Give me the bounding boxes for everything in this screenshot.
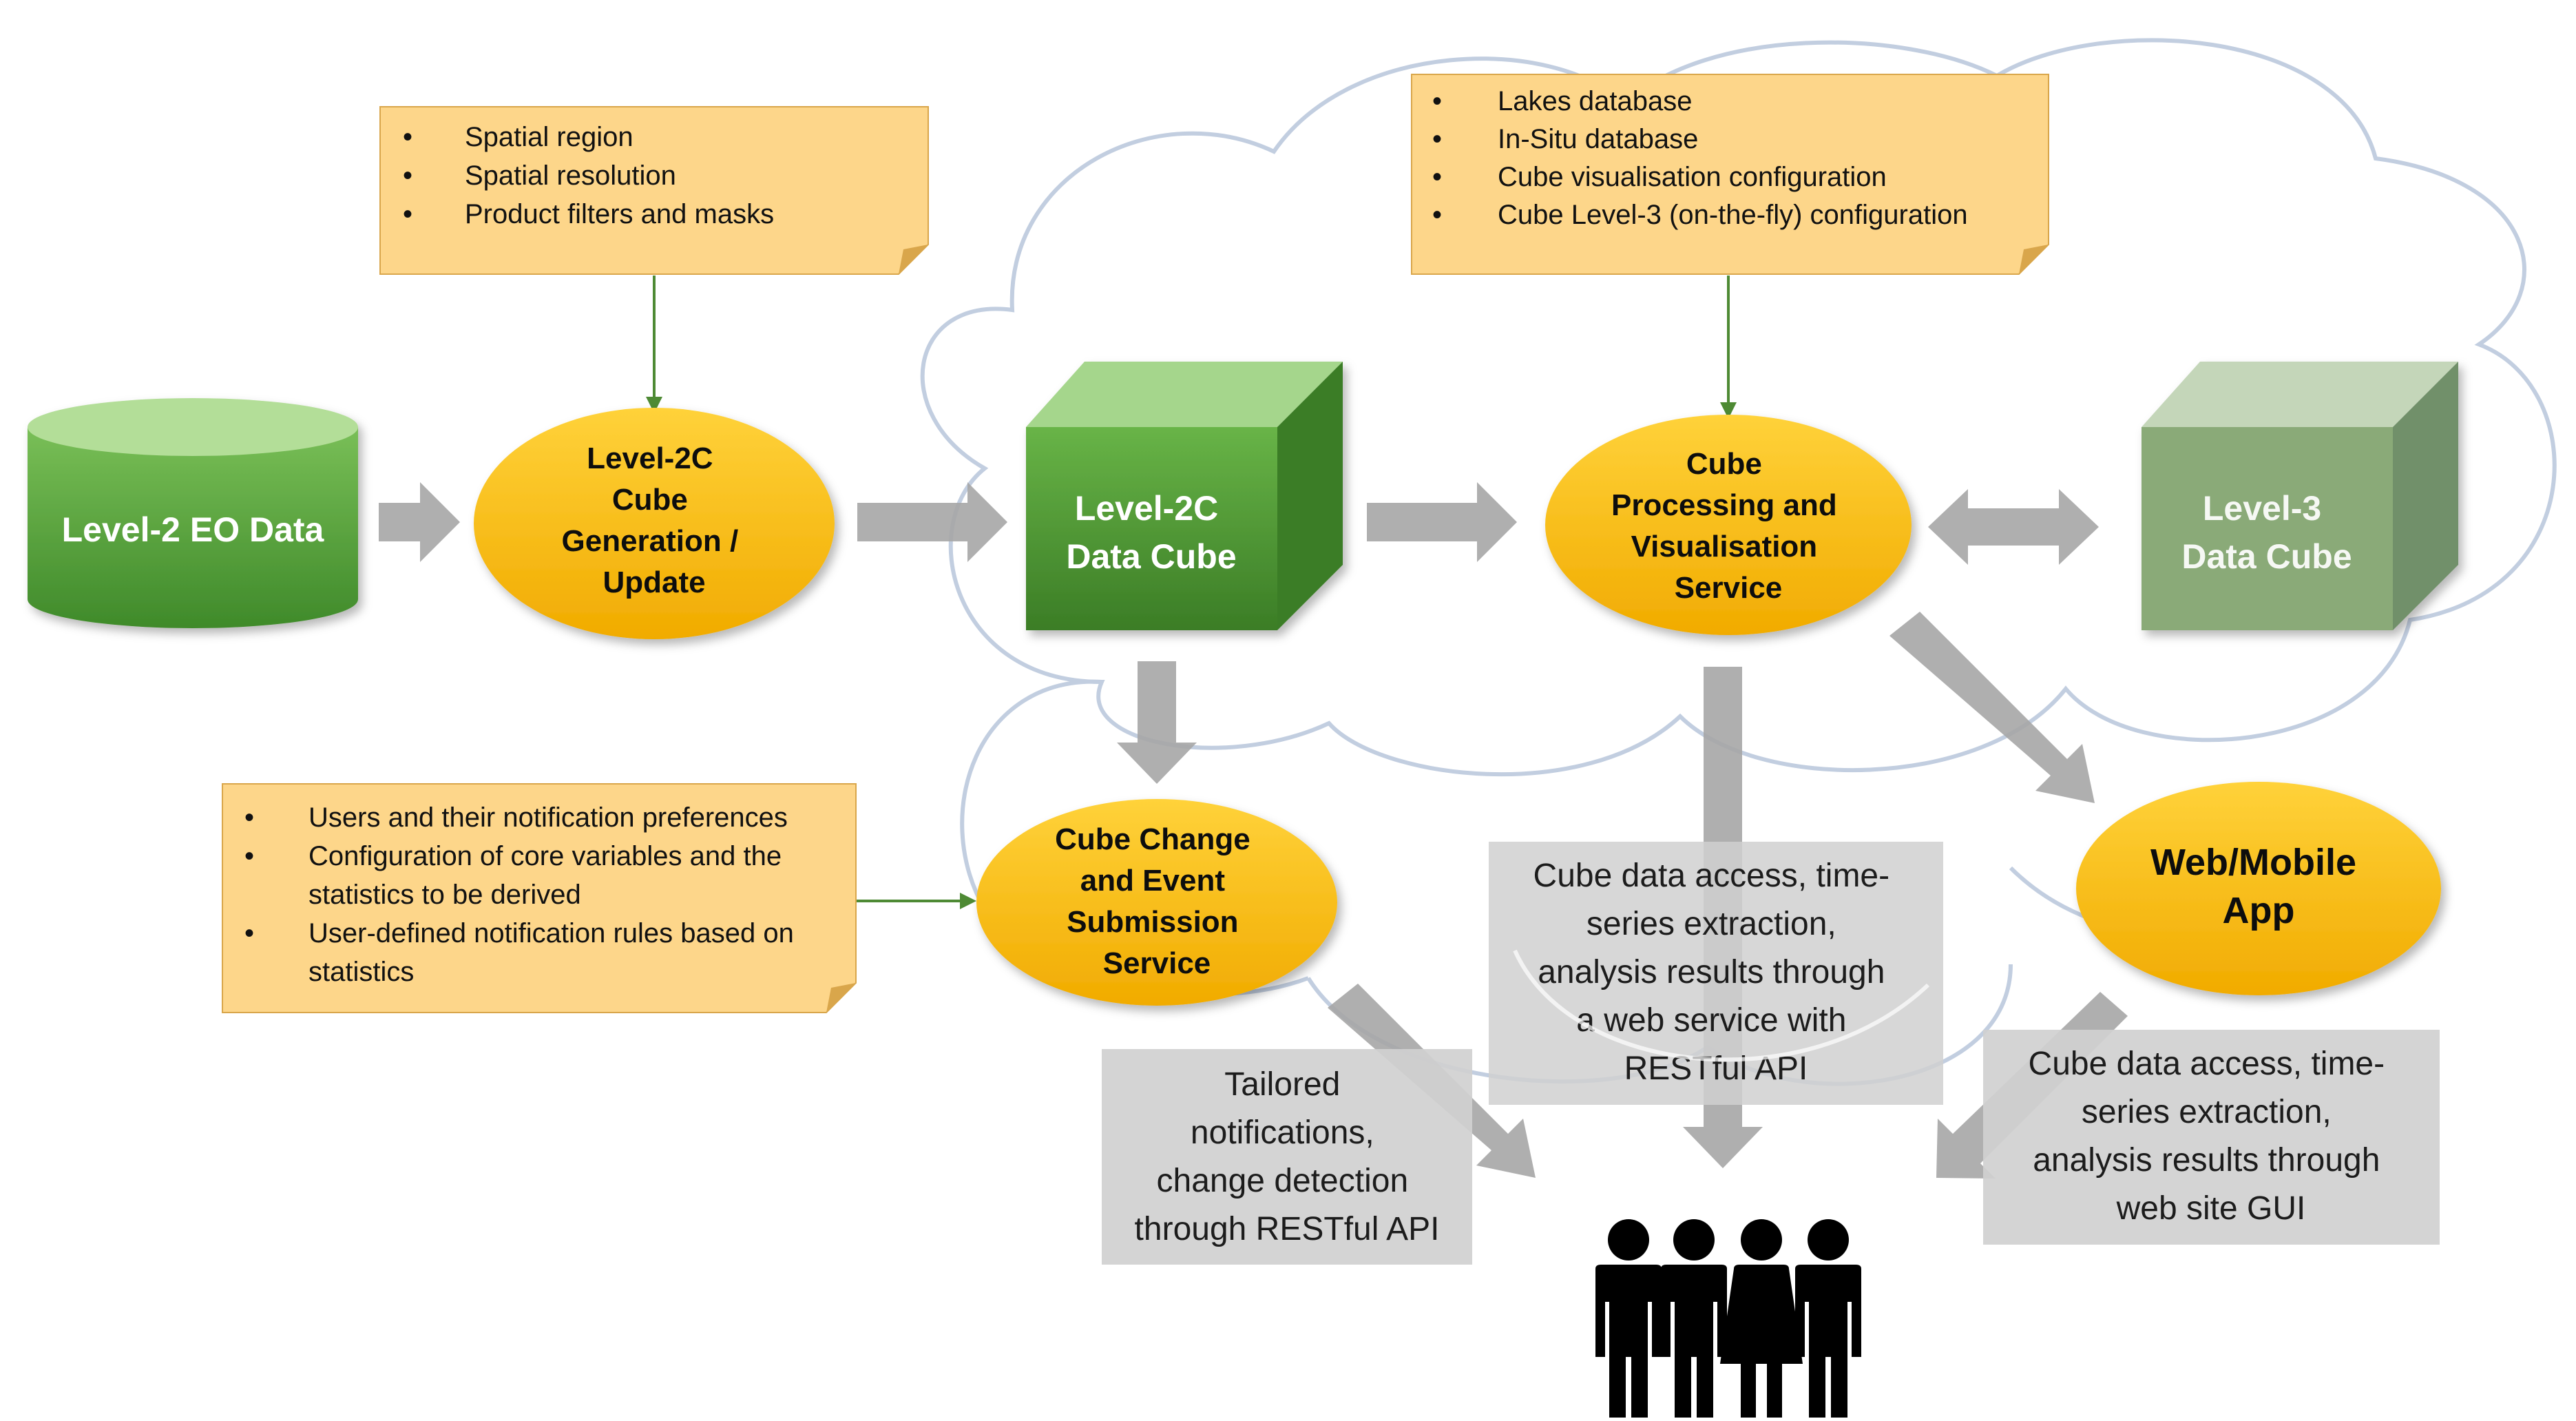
output-web-gui-box: Cube data access, time- series extractio… [1983,1030,2440,1245]
note-generation-config: • Spatial region • Spatial resolution • … [379,106,929,275]
websvc-line-2: series extraction, [1587,906,1836,942]
l2c-cube-line-1: Level-2C [1075,489,1218,528]
processing-line-3: Visualisation [1631,530,1818,563]
app-line-1: Web/Mobile [2150,842,2356,883]
svg-text:Level-2C Data Cube: Level-2C Data Cube [1066,489,1236,576]
processing-line-4: Service [1675,571,1783,605]
svg-text:Web/Mobile App: Web/Mobile App [2150,842,2367,931]
webgui-line-3: analysis results through [2033,1142,2380,1179]
note-gen-bullet-1: • [403,122,412,152]
svg-text:Cube data access, time-: Cube data access, time- series extractio… [1533,858,1899,1087]
l3-cube-line-1: Level-3 [2203,489,2321,528]
generation-line-3: Generation / [562,524,739,558]
level2-eo-data-label: Level-2 EO Data [62,510,325,549]
websvc-line-1: Cube data access, time- [1533,858,1890,894]
cube-generation-update-node: Level-2C Cube Generation / Update [474,408,835,639]
processing-line-2: Processing and [1611,488,1837,522]
note-users-bullet-4: • [244,918,254,948]
note-proc-bullet-4: • [1432,200,1442,230]
arrow-cube-to-change [1117,661,1197,784]
output-web-service-box: Cube data access, time- series extractio… [1489,842,1943,1105]
config-connectors [646,276,1737,909]
l3-cube-line-2: Data Cube [2181,537,2352,576]
processing-line-1: Cube [1686,447,1762,481]
note-proc-bullet-1: • [1432,86,1442,116]
svg-text:Cube Change and Event: Cube Change and Event Submission Service [1055,822,1259,980]
note-proc-item-4: Cube Level-3 (on-the-fly) configuration [1498,200,1968,230]
svg-text:Cube data access, time-: Cube data access, time- series extractio… [2029,1046,2394,1227]
note-proc-item-2: In-Situ database [1498,124,1698,154]
notif-line-2: notifications, [1191,1114,1374,1151]
note-proc-item-1: Lakes database [1498,86,1692,116]
note-users-bullet-1: • [244,802,254,833]
webgui-line-4: web site GUI [2116,1190,2306,1227]
svg-text:Tailored notifications,: Tailored notifications, change detection… [1135,1066,1440,1247]
svg-text:Level-2C Cube Gene: Level-2C Cube Generation / Update [562,442,747,599]
cloud-overlay-segment [1513,949,1930,1062]
cube-processing-node: Cube Processing and Visualisation Servic… [1545,415,1912,635]
generation-line-1: Level-2C [587,442,713,475]
change-line-3: Submission [1067,905,1238,939]
websvc-line-4: a web service with [1576,1002,1846,1039]
users-group-icon [1595,1219,1861,1418]
web-mobile-app-node: Web/Mobile App [2076,782,2441,995]
note-processing-config: • Lakes database • In-Situ database • Cu… [1411,74,2049,275]
note-gen-bullet-2: • [403,160,412,191]
note-proc-bullet-2: • [1432,124,1442,154]
note-gen-bullet-3: • [403,199,412,229]
note-users-line-3: statistics to be derived [308,880,581,910]
generation-line-4: Update [603,566,705,599]
change-line-1: Cube Change [1055,822,1250,856]
arrow-processing-to-l3 [1928,489,2099,565]
change-line-2: and Event [1080,864,1226,898]
l2c-cube-line-2: Data Cube [1066,537,1236,576]
generation-line-2: Cube [612,483,688,517]
svg-text:Level-3 Data Cube: Level-3 Data Cube [2181,489,2352,576]
note-users-line-2: Configuration of core variables and the [308,841,782,871]
note-gen-item-1: Spatial region [465,122,633,152]
arrow-data-to-generation [379,482,460,562]
webgui-line-2: series extraction, [2082,1094,2332,1130]
note-users-line-4: User-defined notification rules based on [308,918,794,948]
webgui-line-1: Cube data access, time- [2029,1046,2385,1082]
note-users-config: • Users and their notification preferenc… [222,783,857,1013]
app-line-2: App [2223,890,2295,931]
note-users-bullet-2: • [244,841,254,871]
level2-eo-data-cylinder: Level-2 EO Data [28,398,358,628]
note-users-line-5: statistics [308,957,414,987]
cube-change-event-node: Cube Change and Event Submission Service [976,799,1337,1006]
arrow-processing-to-app [1889,612,2095,803]
arrow-cube-to-processing [1367,482,1517,562]
notif-line-4: through RESTful API [1135,1211,1440,1247]
change-line-4: Service [1103,946,1211,980]
note-gen-item-3: Product filters and masks [465,199,774,229]
note-proc-item-3: Cube visualisation configuration [1498,162,1887,192]
note-proc-bullet-3: • [1432,162,1442,192]
level2c-data-cube: Level-2C Data Cube [1026,362,1343,630]
arrow-generation-to-cube [857,482,1007,562]
output-notifications-box: Tailored notifications, change detection… [1102,1049,1472,1265]
notif-line-1: Tailored [1224,1066,1340,1103]
websvc-line-3: analysis results through [1538,954,1885,990]
notif-line-3: change detection [1157,1163,1409,1199]
note-gen-item-2: Spatial resolution [465,160,676,191]
level3-data-cube: Level-3 Data Cube [2142,362,2458,630]
svg-text:Cube Processing and: Cube Processing and Visualisation Servic… [1611,447,1845,605]
note-users-line-1: Users and their notification preferences [308,802,788,833]
